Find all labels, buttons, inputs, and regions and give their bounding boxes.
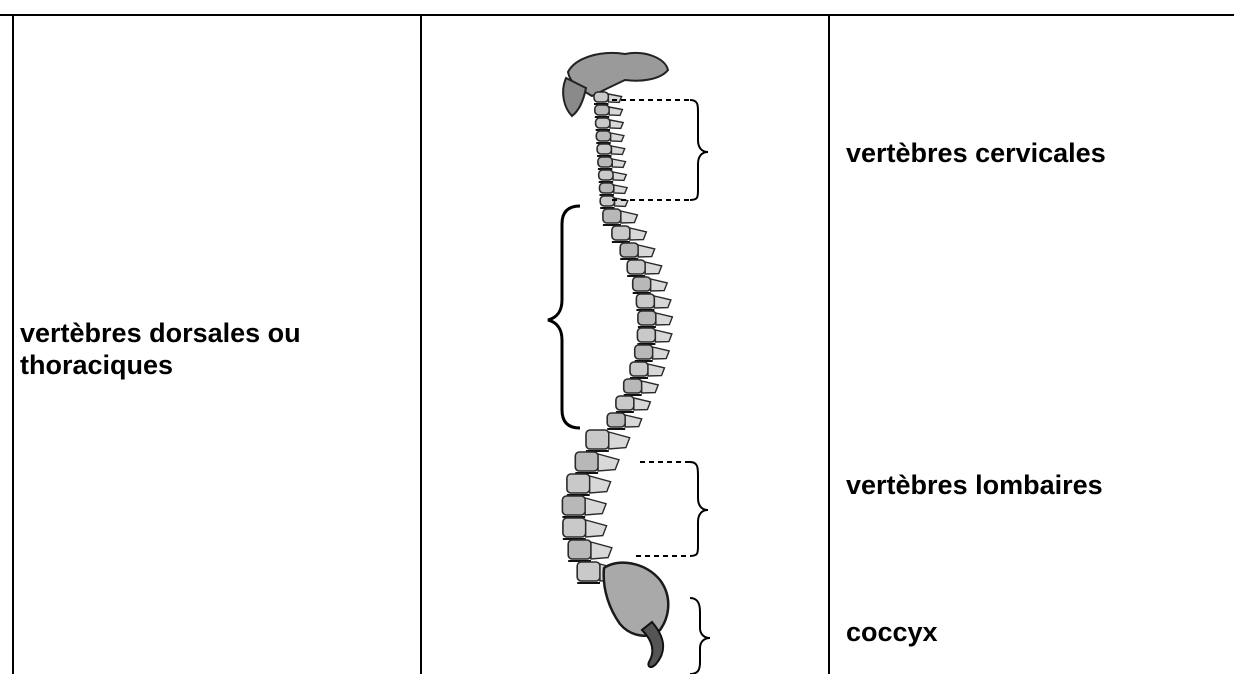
vertebra-body xyxy=(633,277,651,291)
vertebra-process xyxy=(609,432,630,449)
vertebra-process xyxy=(645,262,662,274)
vertebra-body xyxy=(612,226,630,240)
vertebra-process xyxy=(608,94,621,102)
vertebra-body xyxy=(638,311,656,325)
vertebra-body xyxy=(562,496,585,515)
vertebra-process xyxy=(591,542,612,559)
vertebra-body xyxy=(598,157,612,167)
label-vertebres-dorsales: vertèbres dorsales ou thoraciques xyxy=(20,317,301,381)
vertebra-body xyxy=(596,131,610,141)
vertebra-process xyxy=(585,498,606,515)
vertebra-process xyxy=(655,330,672,342)
vertebra-process xyxy=(656,313,673,325)
vertebra-process xyxy=(630,228,647,240)
label-vertebres-cervicales: vertèbres cervicales xyxy=(846,137,1106,169)
label-dorsales-line-2: thoraciques xyxy=(20,349,301,381)
vertebra-body xyxy=(586,430,609,449)
vertebra-body xyxy=(595,105,609,115)
vertebra-process xyxy=(654,296,671,308)
vertebra-process xyxy=(611,133,624,141)
vertebra-process xyxy=(634,398,651,410)
vertebra-process xyxy=(625,415,642,427)
vertebra-body xyxy=(594,92,608,102)
label-dorsales-line-1: vertèbres dorsales ou xyxy=(20,317,301,349)
vertebra-process xyxy=(648,364,665,376)
vertebra-process xyxy=(614,185,627,193)
vertebra-body xyxy=(616,396,634,410)
vertebra-body xyxy=(630,362,648,376)
vertebra-process xyxy=(609,107,622,115)
vertebra-process xyxy=(651,279,668,291)
vertebra-body xyxy=(599,170,613,180)
vertebra-body xyxy=(596,118,610,128)
vertebra-body xyxy=(637,328,655,342)
vertebra-body xyxy=(577,562,600,581)
vertebra-body xyxy=(603,209,621,223)
vertebra-process xyxy=(610,120,623,128)
vertebra-body xyxy=(635,345,653,359)
label-vertebres-lombaires: vertèbres lombaires xyxy=(846,469,1103,501)
label-coccyx: coccyx xyxy=(846,616,938,648)
vertebrae-stack xyxy=(562,92,672,583)
bracket-dorsales xyxy=(548,206,580,428)
vertebra-body xyxy=(568,540,591,559)
vertebra-body xyxy=(636,294,654,308)
vertebra-body xyxy=(600,183,614,193)
sacrum xyxy=(604,563,669,636)
vertebra-process xyxy=(598,454,619,471)
vertebra-body xyxy=(563,518,586,537)
vertebra-body xyxy=(627,260,645,274)
vertebra-process xyxy=(586,520,607,537)
spine-illustration xyxy=(562,53,672,667)
vertebra-process xyxy=(612,146,625,154)
vertebra-process xyxy=(621,211,638,223)
vertebra-process xyxy=(653,347,670,359)
vertebra-process xyxy=(642,381,659,393)
vertebra-process xyxy=(613,172,626,180)
vertebra-body xyxy=(597,144,611,154)
bracket-cervicales xyxy=(612,100,708,200)
vertebra-process xyxy=(638,245,655,257)
vertebra-body xyxy=(575,452,598,471)
bracket-coccyx xyxy=(690,598,710,674)
vertebra-body xyxy=(624,379,642,393)
vertebra-process xyxy=(612,159,625,167)
bracket-lombaires xyxy=(636,462,708,556)
vertebra-body xyxy=(607,413,625,427)
vertebra-body xyxy=(620,243,638,257)
vertebra-body xyxy=(567,474,590,493)
vertebra-process xyxy=(590,476,611,493)
